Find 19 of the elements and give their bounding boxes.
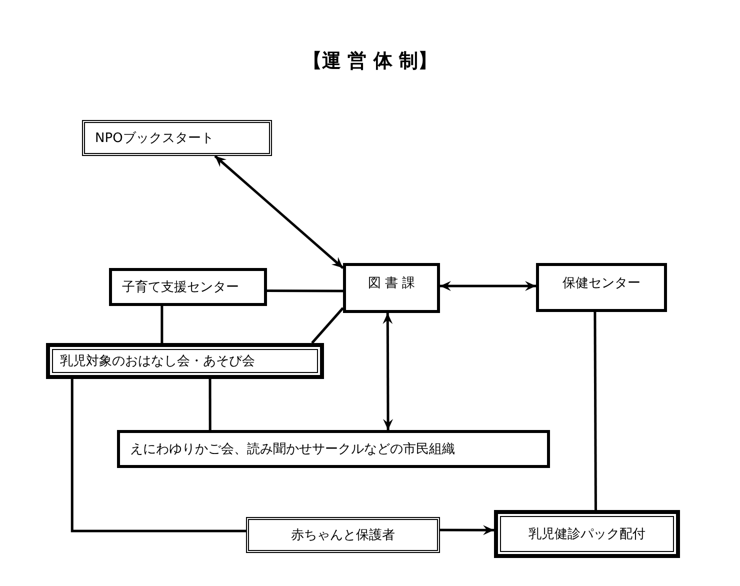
organization-box: 子育て支援センター	[109, 268, 267, 306]
arrow	[440, 281, 536, 292]
arrow	[382, 313, 394, 430]
connector-line	[70, 379, 246, 532]
connector-line	[594, 312, 597, 510]
diagram-title: 【運 営 体 制】	[302, 49, 438, 74]
department-box: 図 書 課	[343, 263, 440, 313]
connector-line	[311, 307, 344, 344]
organization-box: 保健センター	[536, 263, 667, 312]
activity-box: 乳児健診パック配付	[494, 510, 680, 558]
organization-box: えにわゆりかご会、読み聞かせサークルなどの市民組織	[117, 430, 550, 468]
connector-line	[160, 306, 164, 343]
organization-box: NPOブックスタート	[82, 120, 272, 156]
arrow	[214, 155, 344, 269]
activity-box: 乳児対象のおはなし会・あそび会	[46, 343, 324, 379]
connector-line	[208, 379, 212, 430]
connector-line	[267, 290, 343, 292]
arrow	[440, 525, 494, 536]
target-box: 赤ちゃんと保護者	[246, 517, 440, 553]
